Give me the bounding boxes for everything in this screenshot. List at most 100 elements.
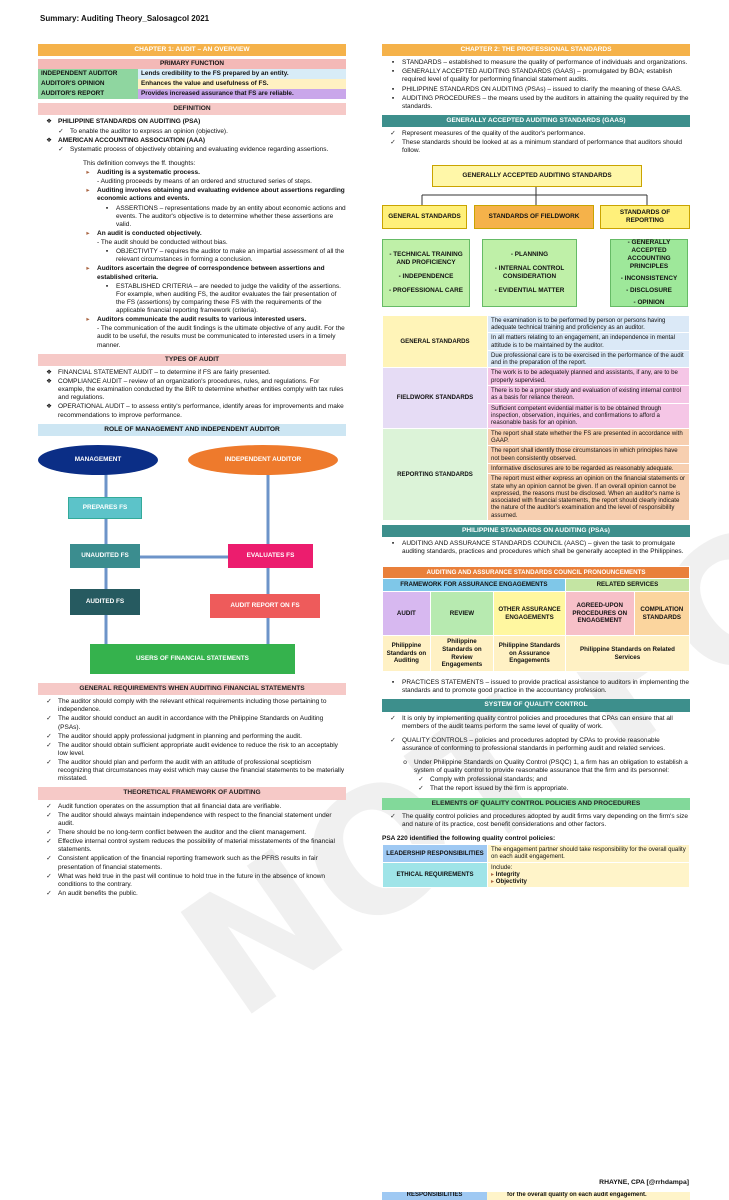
list-item: QUALITY CONTROLS – policies and procedur…: [402, 736, 666, 752]
aasc-framework: FRAMEWORK FOR ASSURANCE ENGAGEMENTS: [382, 578, 566, 593]
check-icon: ✓: [390, 714, 396, 722]
pf-text: Provides increased assurance that FS are…: [141, 90, 294, 98]
chapter-2-header: CHAPTER 2: THE PROFESSIONAL STANDARDS: [382, 44, 690, 57]
general-standards-box: GENERAL STANDARDS: [382, 204, 467, 229]
aasc-std: Philippine Standards on Review Engagemen…: [429, 635, 495, 673]
thought-detail: - The communication of the audit finding…: [97, 325, 345, 349]
aasc-col: COMPILATION STANDARDS: [633, 591, 691, 637]
arrow-bullet-icon: ▸: [86, 229, 90, 237]
diamond-bullet-icon: ❖: [46, 403, 52, 411]
psa220-text: PSA 220 identified the following quality…: [382, 835, 556, 843]
aasc-related: RELATED SERVICES: [564, 578, 691, 593]
audited-node: AUDITED FS: [70, 588, 140, 615]
aasc-col: REVIEW: [429, 591, 495, 637]
arrow-bullet-icon: ▸: [86, 316, 90, 324]
arrow-bullet-icon: ▸: [491, 871, 495, 879]
table-cell: There is to be a proper study and evalua…: [487, 385, 690, 404]
arrow-bullet-icon: ▸: [491, 878, 495, 886]
square-bullet-icon: ▪: [105, 248, 109, 256]
gaas-item: - PLANNING: [510, 250, 549, 258]
thought: Auditors communicate the audit results t…: [97, 316, 307, 324]
list-item: These standards should be looked at as a…: [402, 139, 683, 155]
list-item: It is only by implementing quality contr…: [402, 714, 673, 730]
list-item: STANDARDS – established to measure the q…: [402, 59, 688, 67]
list-item: PHILIPPINE STANDARDS ON AUDITING (PSAs) …: [402, 85, 682, 93]
check-icon: ✓: [58, 127, 64, 135]
list-item: What was held true in the past will cont…: [58, 872, 326, 888]
arrow-bullet-icon: ▸: [86, 169, 90, 177]
list-item: The auditor should always maintain indep…: [58, 811, 332, 827]
table-row-label: FIELDWORK STANDARDS: [382, 367, 488, 429]
psas-header: PHILIPPINE STANDARDS ON AUDITING (PSAs): [382, 525, 690, 538]
list-item: The auditor should comply with the relev…: [58, 698, 327, 714]
theory-header: THEORETICAL FRAMEWORK OF AUDITING: [38, 787, 346, 800]
thought: Auditing is a systematic process.: [97, 169, 200, 177]
table-cell: In all matters relating to an engagement…: [487, 332, 690, 351]
list-item: That the report issued by the firm is ap…: [430, 785, 569, 793]
thought-detail: - The audit should be conducted without …: [97, 239, 228, 247]
table-cell: Include:: [491, 863, 513, 871]
conveys-text: This definition conveys the ff. thoughts…: [83, 159, 196, 167]
check-icon: ✓: [390, 812, 396, 820]
check-icon: ✓: [46, 715, 52, 723]
aasc-col: AGREED-UPON PROCEDURES ON ENGAGEMENT: [564, 591, 635, 637]
check-icon: ✓: [418, 785, 424, 793]
thought: Auditing involves obtaining and evaluati…: [97, 187, 345, 203]
table-cell: Due professional care is to be exercised…: [487, 349, 690, 369]
table-cell: The report must either express an opinio…: [487, 473, 690, 522]
square-bullet-icon: ▪: [391, 85, 395, 93]
sqc-header: SYSTEM OF QUALITY CONTROL: [382, 699, 690, 712]
pf-text: Enhances the value and usefulness of FS.: [141, 80, 269, 88]
types-header: TYPES OF AUDIT: [38, 353, 346, 366]
aaa-sub: Systematic process of objectively obtain…: [70, 145, 329, 153]
role-header: ROLE OF MANAGEMENT AND INDEPENDENT AUDIT…: [38, 423, 346, 436]
aasc-std: Philippine Standards on Auditing: [382, 635, 431, 673]
elements-header: ELEMENTS OF QUALITY CONTROL POLICIES AND…: [382, 797, 690, 810]
diamond-bullet-icon: ❖: [46, 136, 52, 144]
aasc-std: Philippine Standards on Related Services: [564, 635, 691, 673]
check-icon: ✓: [46, 889, 52, 897]
report-node: AUDIT REPORT ON FS: [210, 593, 320, 618]
list-item: The auditor should plan and perform the …: [58, 759, 345, 783]
thought-detail: ASSERTIONS – representations made by an …: [116, 204, 346, 228]
thought-detail: OBJECTIVITY – requires the auditor to ma…: [116, 248, 345, 264]
right-column: CHAPTER 2: THE PROFESSIONAL STANDARDS ▪ S…: [382, 40, 691, 888]
primary-function-title: PRIMARY FUNCTION: [38, 59, 346, 70]
prepares-node: PREPARES FS: [68, 496, 142, 519]
pf-label: INDEPENDENT AUDITOR: [38, 69, 138, 80]
aasc-col: AUDIT: [382, 591, 431, 637]
pf-label: AUDITOR'S OPINION: [38, 79, 138, 90]
table-cell: Informative disclosures are to be regard…: [487, 462, 690, 475]
list-item: An audit benefits the public.: [58, 889, 138, 897]
gaas-item: - INCONSISTENCY: [620, 274, 678, 282]
table-row-label: RESPONSIBILITIES: [382, 1192, 487, 1200]
check-icon: ✓: [46, 872, 52, 880]
gaas-item: - INTERNAL CONTROL CONSIDERATION: [494, 264, 565, 280]
aasc-col: OTHER ASSURANCE ENGAGEMENTS: [493, 591, 566, 637]
gaas-diagram: GENERALLY ACCEPTED AUDITING STANDARDS GE…: [382, 157, 690, 307]
author-signature: RHAYNE, CPA [@rrhdampa]: [599, 1179, 689, 1186]
cut-off-row: RESPONSIBILITIES for the overall quality…: [382, 1192, 690, 1200]
square-bullet-icon: ▪: [105, 282, 109, 290]
table-cell: The report shall state whether the FS ar…: [487, 427, 690, 447]
arrow-bullet-icon: ▸: [86, 265, 90, 273]
fieldwork-list-box: - PLANNING - INTERNAL CONTROL CONSIDERATI…: [482, 238, 577, 307]
aaa-heading: AMERICAN ACCOUNTING ASSOCIATION (AAA): [58, 136, 206, 144]
table-cell: Objectivity: [495, 878, 527, 886]
list-item: The auditor should obtain sufficient app…: [58, 741, 338, 757]
list-item: Effective internal control system reduce…: [58, 838, 335, 854]
table-row-label: REPORTING STANDARDS: [382, 427, 488, 522]
diamond-bullet-icon: ❖: [46, 118, 52, 126]
check-icon: ✓: [46, 741, 52, 749]
gaas-box: GENERALLY ACCEPTED AUDITING STANDARDS: [432, 164, 642, 187]
type-item: FINANCIAL STATEMENT AUDIT – to determine…: [58, 368, 271, 376]
diamond-bullet-icon: ❖: [46, 378, 52, 386]
list-item: GENERALLY ACCEPTED AUDITING STANDARDS (G…: [402, 68, 673, 84]
table-cell: for the overall quality on each audit en…: [487, 1192, 690, 1200]
list-item: Audit function operates on the assumptio…: [58, 802, 282, 810]
check-icon: ✓: [418, 776, 424, 784]
psa-heading: PHILIPPINE STANDARDS ON AUDITING (PSA): [58, 118, 201, 126]
table-cell: The work is to be adequately planned and…: [487, 367, 690, 387]
reporting-standards-box: STANDARDS OF REPORTING: [600, 204, 690, 229]
